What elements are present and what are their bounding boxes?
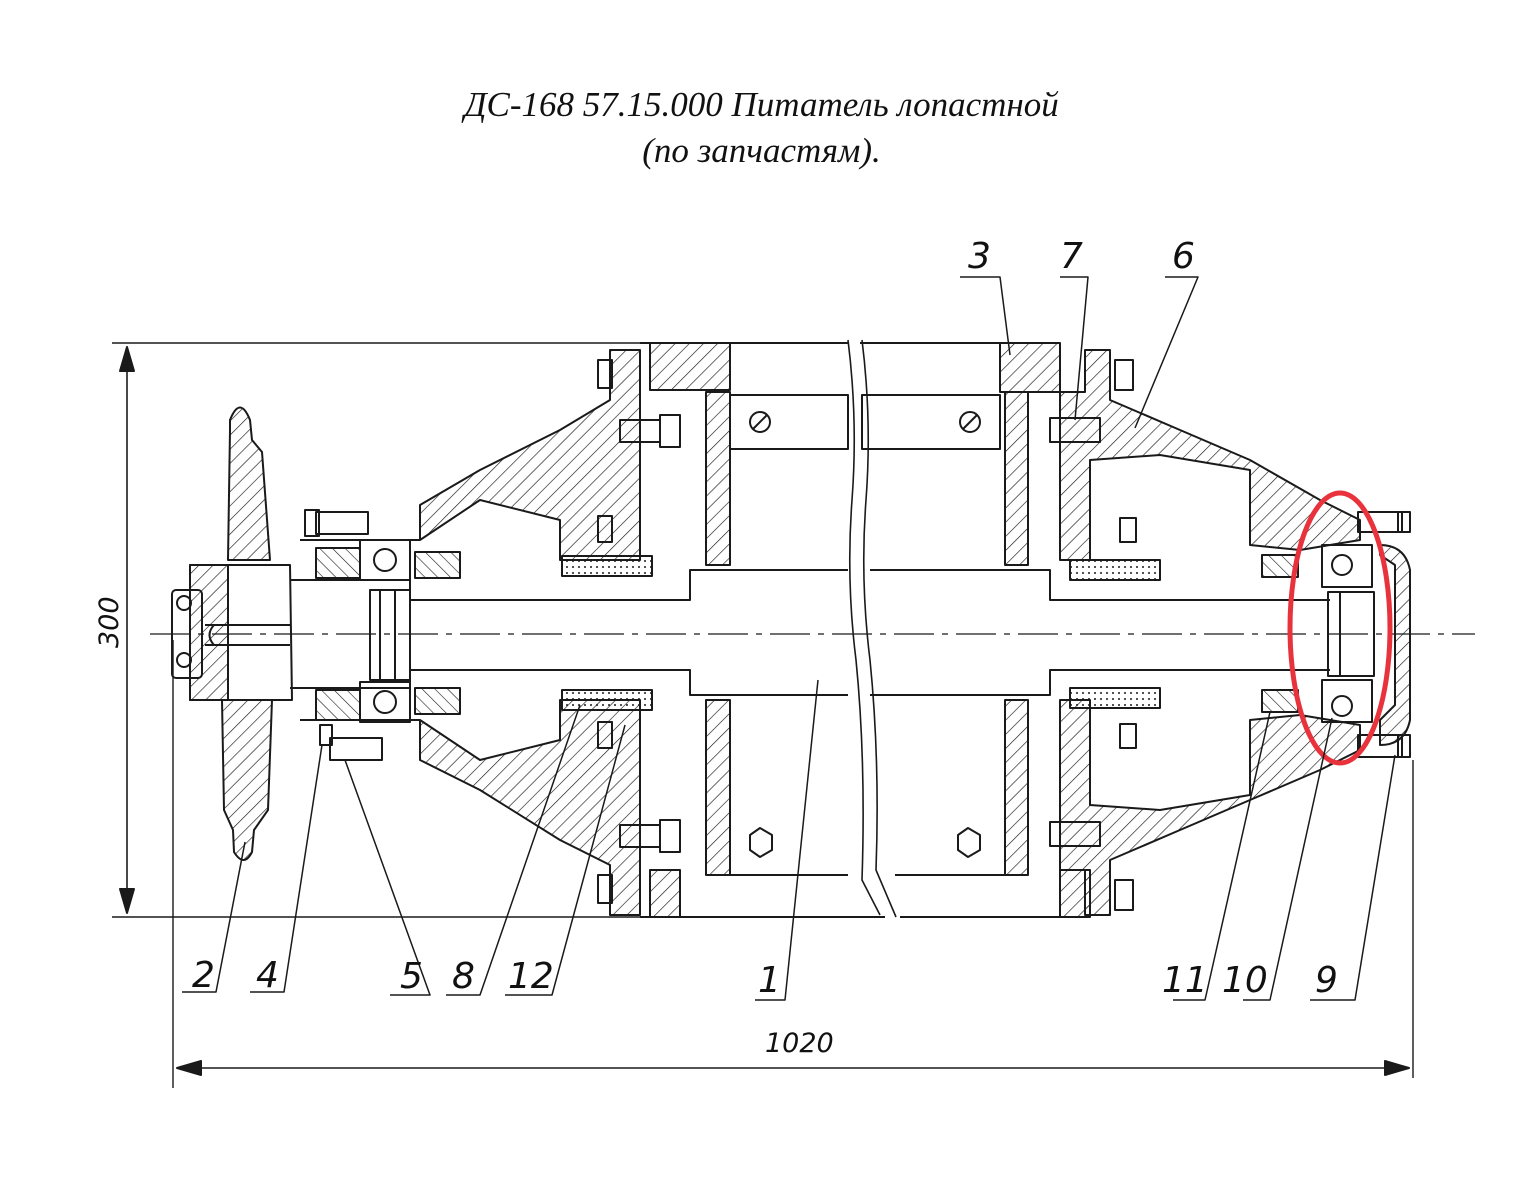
callout-5: 5 — [400, 956, 423, 997]
callout-1: 1 — [758, 960, 781, 1001]
shaft — [290, 569, 1330, 696]
rotor-blades — [705, 391, 1029, 876]
callout-9: 9 — [1315, 960, 1338, 1001]
callout-7: 7 — [1060, 236, 1083, 277]
right-bearing-assembly — [1261, 511, 1411, 758]
callout-2: 2 — [192, 955, 215, 996]
break-line-right — [861, 339, 897, 918]
callout-6: 6 — [1172, 236, 1195, 277]
right-housing — [1049, 349, 1361, 916]
dimension-height — [112, 342, 660, 918]
left-seal-top — [561, 555, 653, 577]
highlight-ellipse — [1287, 490, 1393, 766]
drawing-title-line-1: ДС-168 57.15.000 Питатель лопастной — [464, 85, 1059, 124]
callout-12: 12 — [508, 956, 554, 997]
left-seal-bottom — [561, 689, 653, 711]
leader-lines — [182, 276, 1396, 1001]
rotor-housing — [640, 342, 1091, 918]
left-bearing-housing — [300, 349, 641, 916]
break-line-left — [847, 339, 881, 916]
drawing-title-line-2: (по запчастям). — [642, 131, 881, 170]
callout-3: 3 — [968, 236, 991, 277]
callout-4: 4 — [256, 955, 279, 996]
left-flange-bolts — [597, 359, 681, 904]
dimension-length — [172, 640, 1414, 1088]
callout-10: 10 — [1222, 960, 1268, 1001]
callout-11: 11 — [1162, 960, 1208, 1001]
drawing-title: ДС-168 57.15.000 Питатель лопастной (по … — [0, 82, 1523, 174]
dimension-height-label: 300 — [94, 596, 125, 648]
dimension-length-label: 1020 — [765, 1028, 834, 1059]
callout-8: 8 — [452, 956, 475, 997]
sprocket — [171, 406, 293, 861]
